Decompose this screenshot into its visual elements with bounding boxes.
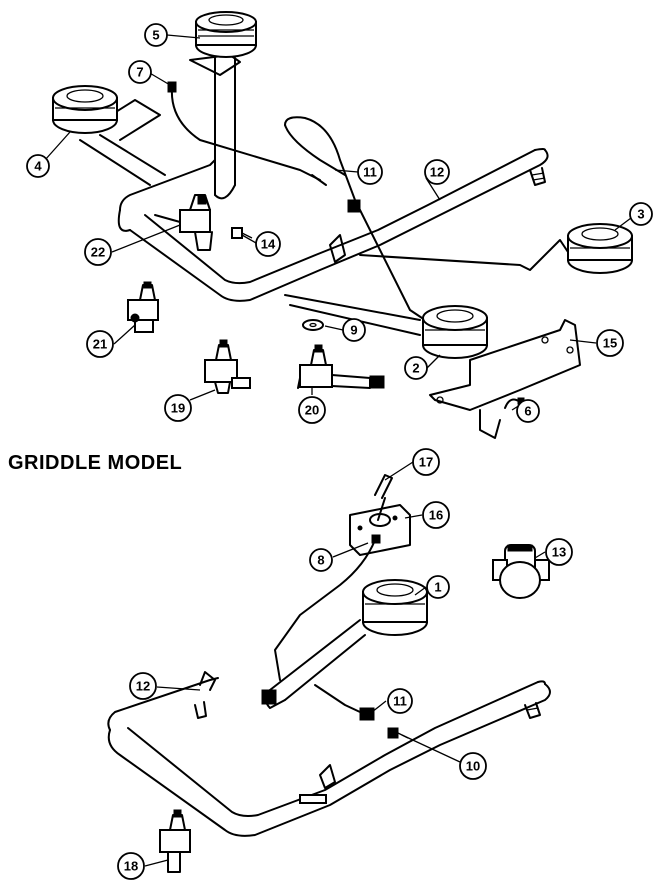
- callout-11-top: 11: [357, 159, 383, 185]
- callout-16: 16: [422, 501, 450, 529]
- svg-text:8: 8: [317, 553, 324, 568]
- manifold-pipe-12-lower: [107, 671, 551, 837]
- bracket-15: [429, 319, 581, 439]
- svg-text:18: 18: [124, 859, 138, 874]
- svg-text:12: 12: [136, 679, 150, 694]
- callout-20: 20: [298, 396, 326, 424]
- tube-loop-11: [284, 116, 426, 321]
- fitting-11-lower: [314, 684, 375, 721]
- tube-8: [274, 534, 381, 681]
- svg-text:9: 9: [350, 323, 357, 338]
- svg-text:16: 16: [429, 508, 443, 523]
- valve-18: [159, 809, 191, 873]
- svg-text:15: 15: [603, 336, 617, 351]
- valve-20: [297, 344, 385, 389]
- callout-7: 7: [128, 60, 152, 84]
- svg-text:11: 11: [393, 694, 407, 709]
- regulator-13: [492, 544, 550, 599]
- tube-17: [374, 474, 393, 521]
- svg-text:4: 4: [34, 159, 42, 174]
- svg-text:17: 17: [419, 455, 433, 470]
- callout-9: 9: [342, 318, 366, 342]
- valve-19: [204, 339, 251, 394]
- burner-4: [52, 85, 166, 186]
- callout-22: 22: [84, 238, 112, 266]
- manifold-pipe-12-top: [117, 148, 549, 302]
- svg-text:2: 2: [412, 361, 419, 376]
- svg-text:20: 20: [305, 403, 319, 418]
- svg-text:3: 3: [637, 207, 644, 222]
- svg-text:10: 10: [466, 759, 480, 774]
- svg-text:14: 14: [261, 237, 276, 252]
- valve-22: [154, 194, 213, 251]
- burner-5: [189, 11, 257, 200]
- burner-3: [359, 223, 633, 274]
- callout-21: 21: [86, 330, 114, 358]
- callout-12-lower: 12: [129, 672, 157, 700]
- svg-text:1: 1: [434, 580, 441, 595]
- callouts: 5 7 4 11 12 3 22 14 21 9 15 2 19 20 6 17…: [26, 23, 653, 880]
- washer-9: [302, 319, 324, 331]
- griddle-burner-1: [261, 579, 428, 709]
- callout-18: 18: [117, 852, 145, 880]
- svg-text:11: 11: [363, 165, 377, 180]
- leader-lines: [44, 34, 632, 867]
- callout-13: 13: [545, 538, 573, 566]
- callout-11-lower: 11: [387, 688, 413, 714]
- svg-text:19: 19: [171, 401, 185, 416]
- valve-21: [127, 281, 159, 333]
- griddle-model-heading: GRIDDLE MODEL: [8, 452, 183, 474]
- callout-5: 5: [144, 23, 168, 47]
- svg-text:6: 6: [524, 404, 531, 419]
- callout-12-top: 12: [424, 159, 450, 185]
- callout-8: 8: [309, 548, 333, 572]
- fitting-14: [231, 227, 253, 239]
- svg-text:7: 7: [136, 65, 143, 80]
- callout-6: 6: [516, 399, 540, 423]
- svg-text:13: 13: [552, 545, 566, 560]
- burner-2: [284, 294, 488, 359]
- svg-text:22: 22: [91, 245, 105, 260]
- callout-10: 10: [459, 752, 487, 780]
- callout-1: 1: [426, 575, 450, 599]
- thermocouple-7: [167, 81, 327, 186]
- callout-2: 2: [404, 356, 428, 380]
- callout-4: 4: [26, 154, 50, 178]
- svg-text:21: 21: [93, 337, 107, 352]
- callout-15: 15: [596, 329, 624, 357]
- callout-17: 17: [412, 448, 440, 476]
- callout-3: 3: [629, 202, 653, 226]
- callout-19: 19: [164, 394, 192, 422]
- svg-text:5: 5: [152, 28, 159, 43]
- bracket-16: [349, 504, 411, 556]
- svg-text:12: 12: [430, 165, 444, 180]
- callout-14: 14: [255, 231, 281, 257]
